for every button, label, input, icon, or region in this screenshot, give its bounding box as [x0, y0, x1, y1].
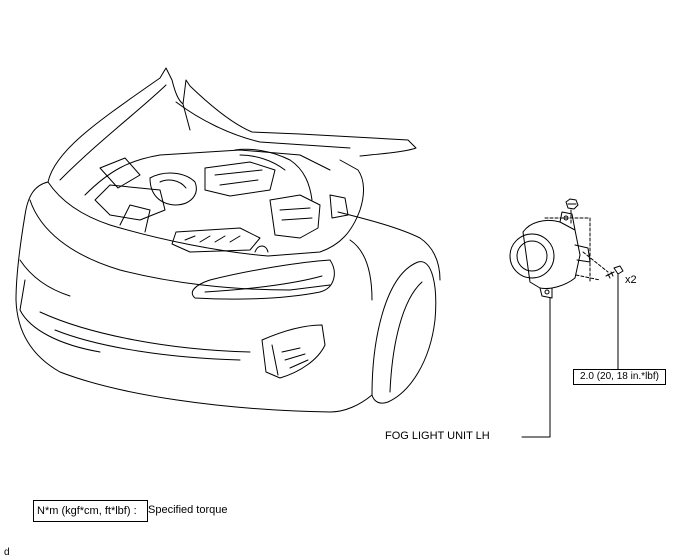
bolt-icon	[605, 265, 624, 279]
engine-bay	[47, 159, 364, 257]
fastener-quantity-label: x2	[625, 274, 637, 286]
torque-unit-legend-box: N*m (kgf*cm, ft*lbf) :	[33, 500, 148, 522]
front-fender	[337, 211, 441, 281]
headlight	[191, 259, 335, 300]
figure-id: d	[4, 547, 10, 558]
torque-legend-description: Specified torque	[148, 504, 228, 516]
front-bumper	[15, 181, 373, 413]
fog-light-lens	[509, 233, 555, 279]
torque-spec-box: 2.0 (20, 18 in.*lbf)	[573, 369, 666, 385]
fog-light-leader-line	[521, 297, 551, 438]
fog-light-unit-label: FOG LIGHT UNIT LH	[385, 430, 490, 442]
front-wheel	[371, 261, 437, 404]
fog-light-housing	[522, 219, 581, 289]
nut-icon	[565, 198, 579, 210]
installation-guide-lines	[544, 209, 609, 283]
fog-light-unit	[509, 211, 591, 299]
lower-grille	[39, 311, 251, 353]
fog-light-recess	[261, 324, 326, 379]
car-illustration	[15, 67, 441, 413]
